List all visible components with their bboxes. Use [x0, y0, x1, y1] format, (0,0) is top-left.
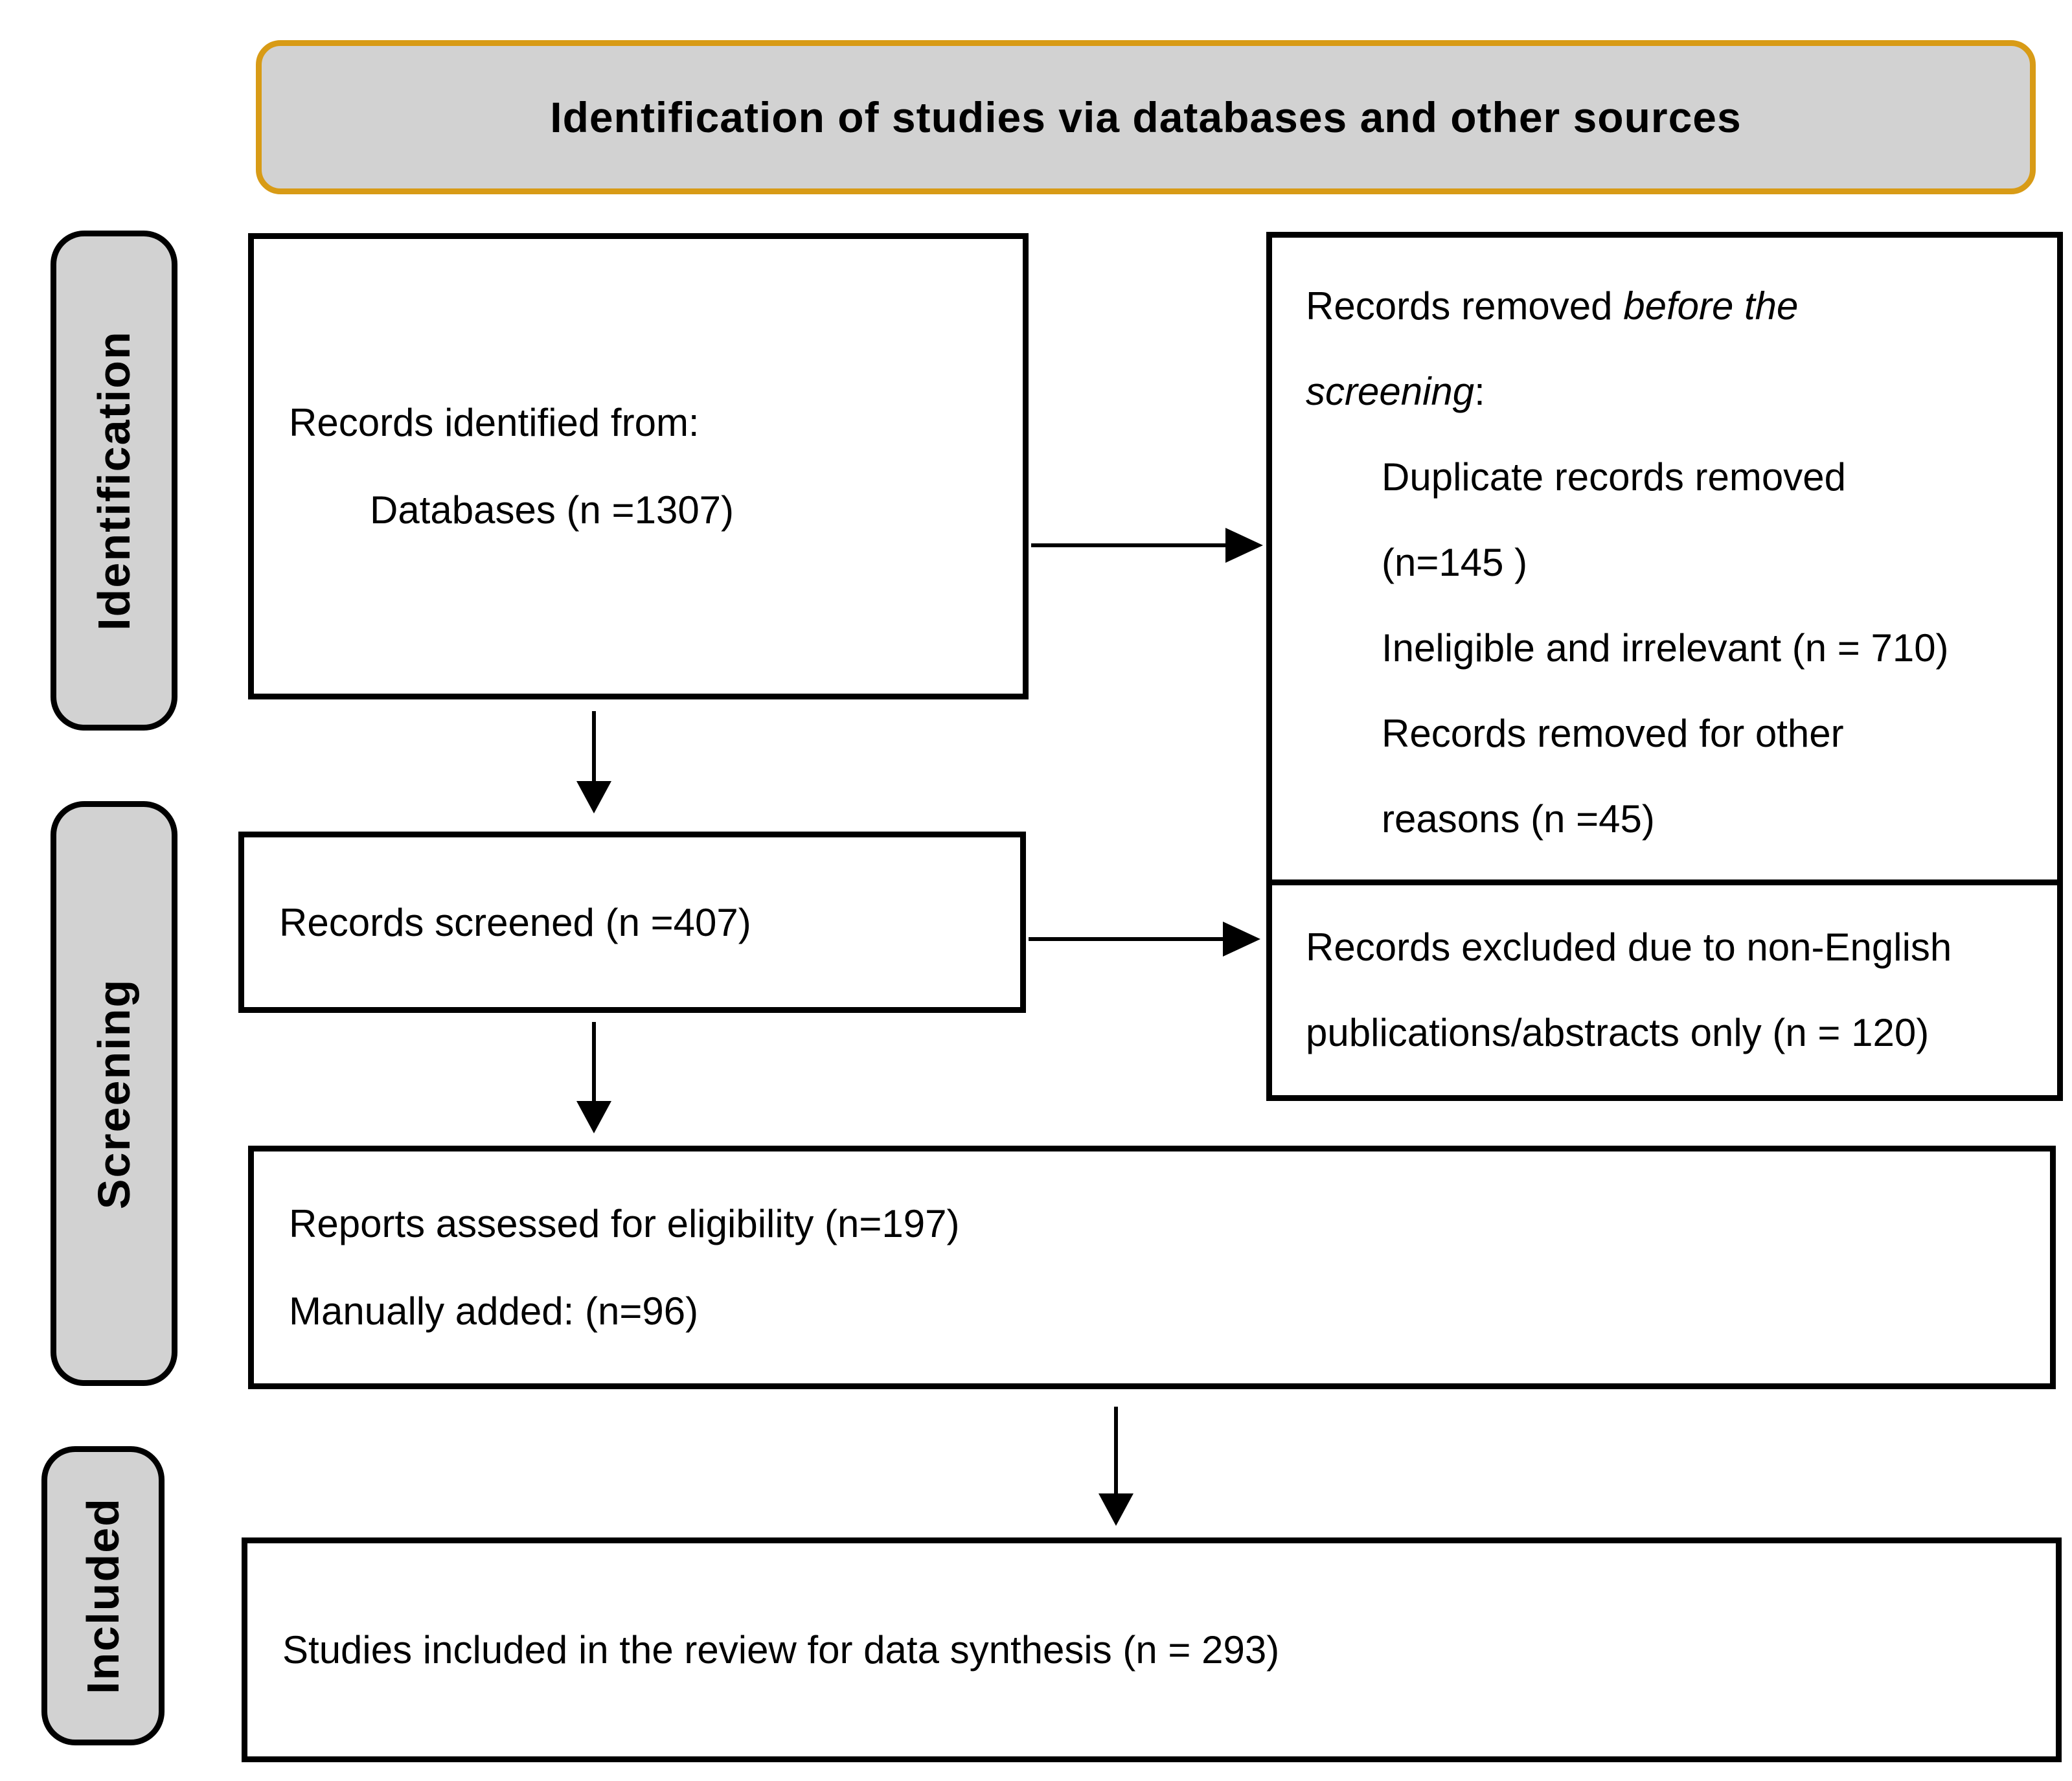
records-removed-line2: screening:: [1306, 349, 2039, 435]
stage-label-identification-text: Identification: [89, 330, 139, 631]
records-removed-line2-italic: screening: [1306, 370, 1475, 413]
duplicate-records-line1: Duplicate records removed: [1382, 455, 1846, 499]
box-reports-assessed: Reports assessed for eligibility (n=197)…: [248, 1146, 2056, 1389]
box-records-screened: Records screened (n =407): [238, 832, 1026, 1013]
duplicate-records-line2: (n=145 ): [1382, 541, 1528, 584]
studies-included-line: Studies included in the review for data …: [282, 1628, 1280, 1672]
records-identified-line2: Databases (n =1307): [370, 488, 734, 532]
diagram-title: Identification of studies via databases …: [550, 93, 1742, 141]
arrow-right-icon: [1225, 528, 1263, 563]
stage-label-identification: Identification: [51, 231, 177, 731]
ineligible-irrelevant-line: Ineligible and irrelevant (n = 710): [1382, 626, 1949, 670]
arrow-down-icon: [1099, 1493, 1133, 1526]
arrow-shaft: [1114, 1407, 1118, 1495]
box-records-excluded: Records excluded due to non-English publ…: [1266, 879, 2063, 1101]
box-studies-included: Studies included in the review for data …: [242, 1537, 2062, 1762]
records-removed-line1: Records removed before the: [1306, 264, 2039, 349]
reports-assessed-line1: Reports assessed for eligibility (n=197): [289, 1202, 960, 1245]
arrow-shaft: [1031, 543, 1227, 547]
records-removed-line1-italic: before the: [1623, 284, 1799, 328]
arrow-shaft: [592, 711, 596, 784]
stage-label-included: Included: [41, 1446, 165, 1745]
manually-added-line: Manually added: (n=96): [289, 1289, 699, 1333]
removed-other-line2: reasons (n =45): [1382, 797, 1655, 841]
box-records-identified: Records identified from: Databases (n =1…: [248, 233, 1029, 699]
stage-label-screening-text: Screening: [89, 978, 140, 1209]
stage-label-included-text: Included: [78, 1497, 129, 1694]
records-screened-line: Records screened (n =407): [279, 900, 751, 944]
records-removed-line1-normal: Records removed: [1306, 284, 1624, 328]
arrow-shaft: [1029, 937, 1224, 941]
arrow-shaft: [592, 1022, 596, 1102]
arrow-right-icon: [1223, 922, 1260, 957]
records-excluded-line1: Records excluded due to non-English: [1306, 925, 1952, 969]
records-identified-line1: Records identified from:: [289, 401, 700, 444]
records-excluded-line2: publications/abstracts only (n = 120): [1306, 1011, 1930, 1054]
records-removed-line2-normal: :: [1474, 370, 1485, 413]
arrow-down-icon: [576, 781, 611, 813]
header-banner: Identification of studies via databases …: [256, 40, 2036, 194]
removed-other-line1: Records removed for other: [1382, 712, 1844, 755]
arrow-down-icon: [576, 1101, 611, 1133]
stage-label-screening: Screening: [51, 801, 177, 1386]
